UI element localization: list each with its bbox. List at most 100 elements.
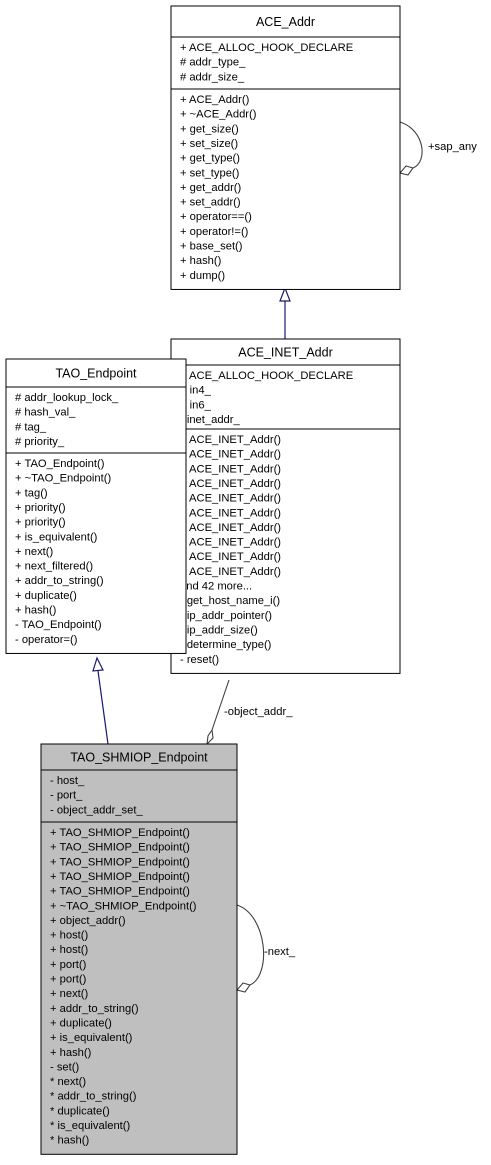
attribute-addr-type: # addr_type_ (180, 57, 246, 69)
method-ace-inet-addr: + ACE_INET_Addr() (180, 507, 281, 519)
attribute-in4: + in4_ (180, 385, 212, 397)
method-get-host-name-i: - get_host_name_i() (180, 595, 280, 607)
method-set-size: + set_size() (180, 138, 238, 150)
method-port: + port() (50, 959, 87, 971)
attribute-addr-lookup-lock: # addr_lookup_lock_ (15, 392, 119, 404)
method-next: + next() (50, 988, 89, 1000)
method-reset: - reset() (180, 654, 219, 666)
next-label: -next_ (264, 946, 296, 958)
method-addr-to-string: * addr_to_string() (50, 1091, 137, 1103)
class-tao-shmiop-endpoint[interactable]: TAO_SHMIOP_Endpoint - host_ - port_ - objec… (40, 743, 238, 1155)
attribute-priority: # priority_ (15, 436, 65, 448)
method-operator: + operator!=() (180, 226, 249, 238)
method-hash: * hash() (50, 1135, 89, 1147)
method-host: + host() (50, 944, 89, 956)
method-ace-inet-addr: + ACE_INET_Addr() (180, 537, 281, 549)
method-tao-shmiop-endpoint: + TAO_SHMIOP_Endpoint() (50, 886, 190, 898)
method-get-type: + get_type() (180, 153, 240, 165)
inheritance-edge-endpoint (92, 656, 109, 745)
method-hash: + hash() (15, 605, 57, 617)
method-ace-inet-addr: + ACE_INET_Addr() (180, 478, 281, 490)
method-determine-type: - determine_type() (180, 639, 272, 651)
attribute-ace-alloc-hook-declare: + ACE_ALLOC_HOOK_DECLARE (180, 42, 353, 54)
class-box (5, 358, 187, 654)
attribute-tag: # tag_ (15, 421, 47, 433)
method-base-set: + base_set() (180, 241, 243, 253)
method-get-addr: + get_addr() (180, 182, 242, 194)
class-ace-inet-addr[interactable]: ACE_INET_Addr + ACE_ALLOC_HOOK_DECLARE + i… (170, 338, 401, 674)
attribute-inet-addr: - inet_addr_ (180, 414, 240, 426)
method-tag: + tag() (15, 487, 48, 499)
method-operator: + operator==() (180, 211, 252, 223)
method-ace-inet-addr: + ACE_INET_Addr() (180, 463, 281, 475)
method-addr-to-string: + addr_to_string() (15, 575, 104, 587)
inheritance-edge-inet-addr (279, 286, 291, 339)
method-ace-inet-addr: + ACE_INET_Addr() (180, 566, 281, 578)
method-operator: - operator=() (15, 634, 78, 646)
attribute-addr-size: # addr_size_ (180, 71, 245, 83)
sap-any-label: +sap_any (428, 141, 477, 153)
method-ace-inet-addr: + ACE_INET_Addr() (180, 522, 281, 534)
inheritance-arrowhead (279, 286, 291, 302)
method-tao-endpoint: + ~TAO_Endpoint() (15, 473, 111, 485)
attribute-port: - port_ (50, 790, 83, 802)
aggregation-diamond (399, 165, 414, 176)
method-port: + port() (50, 974, 87, 986)
method-set-addr: + set_addr() (180, 197, 241, 209)
aggregation-diamond (206, 728, 214, 746)
method-tao-shmiop-endpoint: + TAO_SHMIOP_Endpoint() (50, 827, 190, 839)
attribute-object-addr-set: - object_addr_set_ (50, 804, 143, 816)
method-tao-endpoint: + TAO_Endpoint() (15, 458, 105, 470)
object-addr-label: -object_addr_ (224, 706, 293, 718)
attribute-host: - host_ (50, 775, 85, 787)
method-tao-shmiop-endpoint: + ~TAO_SHMIOP_Endpoint() (50, 900, 197, 912)
method-next-filtered: + next_filtered() (15, 561, 93, 573)
method-hash: + hash() (180, 255, 222, 267)
method-next: + next() (15, 546, 54, 558)
method-set: - set() (50, 1061, 79, 1073)
method-is-equivalent: * is_equivalent() (50, 1120, 130, 1132)
method-duplicate: + duplicate() (50, 1017, 112, 1029)
association-object-addr: -object_addr_ (206, 679, 293, 746)
method-ace-addr: + ACE_Addr() (180, 94, 250, 106)
method-ace-inet-addr: + ACE_INET_Addr() (180, 449, 281, 461)
class-box (40, 743, 238, 1155)
method-priority: + priority() (15, 517, 66, 529)
class-ace-addr[interactable]: ACE_Addr+ ACE_ALLOC_HOOK_DECLARE# addr_t… (170, 5, 401, 290)
method-ip-addr-size: - ip_addr_size() (180, 624, 258, 636)
method-host: + host() (50, 930, 89, 942)
self-association-sap-any: +sap_any (399, 121, 477, 176)
class-name: TAO_SHMIOP_Endpoint (70, 751, 208, 765)
class-box (170, 5, 401, 290)
method-tao-shmiop-endpoint: + TAO_SHMIOP_Endpoint() (50, 842, 190, 854)
class-name: TAO_Endpoint (55, 367, 137, 381)
method-ace-addr: + ~ACE_Addr() (180, 109, 257, 121)
method-ace-inet-addr: + ACE_INET_Addr() (180, 551, 281, 563)
method-is-equivalent: + is_equivalent() (15, 531, 98, 543)
method-object-addr: + object_addr() (50, 915, 126, 927)
method-duplicate: + duplicate() (15, 590, 77, 602)
method-ace-inet-addr: + ACE_INET_Addr() (180, 493, 281, 505)
aggregation-diamond (236, 982, 251, 993)
method-priority: + priority() (15, 502, 66, 514)
method-get-size: + get_size() (180, 123, 239, 135)
method-is-equivalent: + is_equivalent() (50, 1032, 133, 1044)
method-dump: + dump() (180, 270, 225, 282)
self-association-next: -next_ (236, 904, 296, 993)
method-next: * next() (50, 1076, 86, 1088)
method-ip-addr-pointer: - ip_addr_pointer() (180, 610, 272, 622)
method-hash: + hash() (50, 1047, 92, 1059)
attribute-hash-val: # hash_val_ (15, 407, 76, 419)
method-ace-inet-addr: + ACE_INET_Addr() (180, 434, 281, 446)
class-tao-endpoint[interactable]: TAO_Endpoint # addr_lookup_lock_ # hash_va… (5, 358, 187, 654)
attribute-ace-alloc-hook-declare: + ACE_ALLOC_HOOK_DECLARE (180, 370, 353, 382)
inheritance-arrowhead (92, 656, 104, 672)
method-addr-to-string: + addr_to_string() (50, 1003, 139, 1015)
method-set-type: + set_type() (180, 167, 240, 179)
class-name: ACE_INET_Addr (238, 346, 332, 360)
attribute-in6: + in6_ (180, 399, 212, 411)
method-duplicate: * duplicate() (50, 1105, 110, 1117)
method-tao-shmiop-endpoint: + TAO_SHMIOP_Endpoint() (50, 856, 190, 868)
method-tao-endpoint: - TAO_Endpoint() (15, 619, 102, 631)
method-tao-shmiop-endpoint: + TAO_SHMIOP_Endpoint() (50, 871, 190, 883)
